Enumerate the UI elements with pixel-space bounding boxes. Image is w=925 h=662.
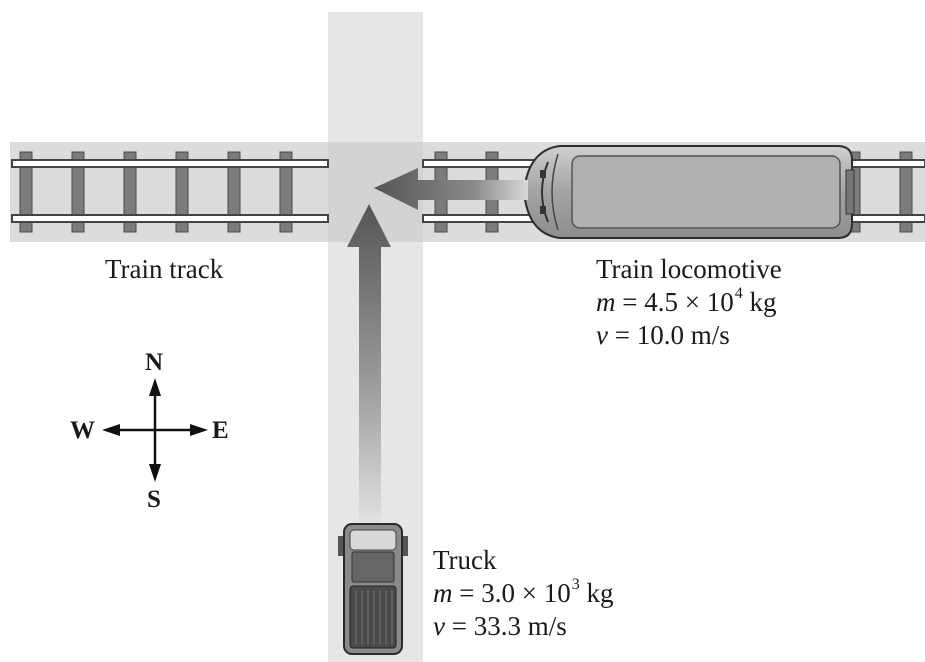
truck-velocity-arrow xyxy=(347,204,391,528)
truck-velocity-eq: = 33.3 m/s xyxy=(444,611,567,641)
train-mass-exp: 4 xyxy=(734,285,743,302)
train-locomotive-icon xyxy=(522,145,855,239)
train-title: Train locomotive xyxy=(596,254,782,284)
compass-north-label: N xyxy=(145,349,164,376)
truck-velocity-symbol: v xyxy=(433,611,445,641)
truck-mass-symbol: m xyxy=(433,578,453,608)
train-mass-eq: = 4.5 × 10 xyxy=(615,287,734,317)
train-velocity: v = 10.0 m/s xyxy=(596,320,730,351)
train-mass: m = 4.5 × 104 kg xyxy=(596,285,777,322)
train-velocity-symbol: v xyxy=(596,320,608,350)
truck-mass: m = 3.0 × 103 kg xyxy=(433,576,614,613)
train-velocity-arrow xyxy=(374,168,528,210)
compass-west-label: W xyxy=(70,417,95,444)
truck-mass-unit: kg xyxy=(579,578,614,608)
truck-mass-exp: 3 xyxy=(571,576,580,593)
truck-icon xyxy=(338,523,408,655)
train-velocity-eq: = 10.0 m/s xyxy=(607,320,730,350)
train-mass-symbol: m xyxy=(596,287,616,317)
compass-south-label: S xyxy=(147,486,161,513)
train-mass-unit: kg xyxy=(742,287,777,317)
train-track-label: Train track xyxy=(105,254,224,284)
truck-title: Truck xyxy=(433,545,497,575)
compass-east-label: E xyxy=(212,417,229,444)
truck-velocity: v = 33.3 m/s xyxy=(433,611,567,642)
compass-rose xyxy=(102,378,208,482)
truck-mass-eq: = 3.0 × 10 xyxy=(452,578,571,608)
